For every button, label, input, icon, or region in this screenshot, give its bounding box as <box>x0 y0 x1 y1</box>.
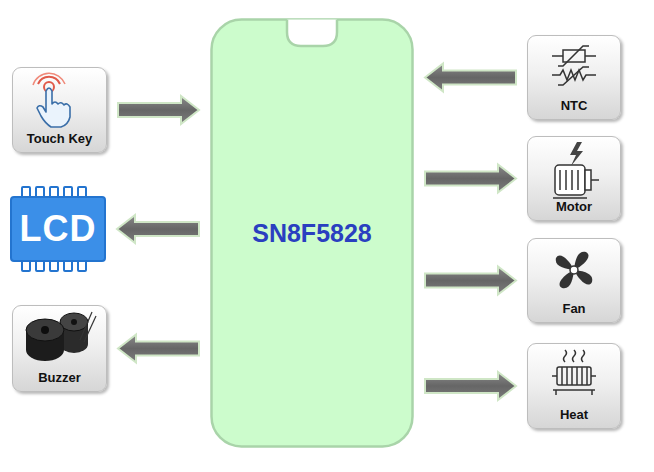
device-label: Buzzer <box>38 370 81 385</box>
icon-box: NTC <box>527 35 621 120</box>
device-label: LCD <box>20 208 97 250</box>
chip-name: SN8F5828 <box>252 219 372 248</box>
icon-box: Heat <box>527 343 621 429</box>
device-label: Motor <box>556 199 592 214</box>
block-arrow <box>425 372 516 400</box>
icon-box: Motor <box>527 136 621 221</box>
icon-box: Buzzer <box>12 305 107 392</box>
device-label: Fan <box>562 301 585 316</box>
block-arrow <box>117 215 199 243</box>
block-arrow <box>425 267 516 295</box>
block-arrow <box>118 335 199 363</box>
lcd-chip: LCD <box>10 196 106 262</box>
icon-box: Fan <box>527 238 621 323</box>
block-arrow <box>425 64 516 92</box>
block-arrow <box>118 96 199 124</box>
device-label: Heat <box>560 407 588 422</box>
icon-box: Touch Key <box>12 67 107 153</box>
device-label: Touch Key <box>27 131 93 146</box>
device-label: NTC <box>561 98 588 113</box>
mcu-chip: SN8F5828 <box>210 18 414 448</box>
block-arrow <box>425 165 516 193</box>
